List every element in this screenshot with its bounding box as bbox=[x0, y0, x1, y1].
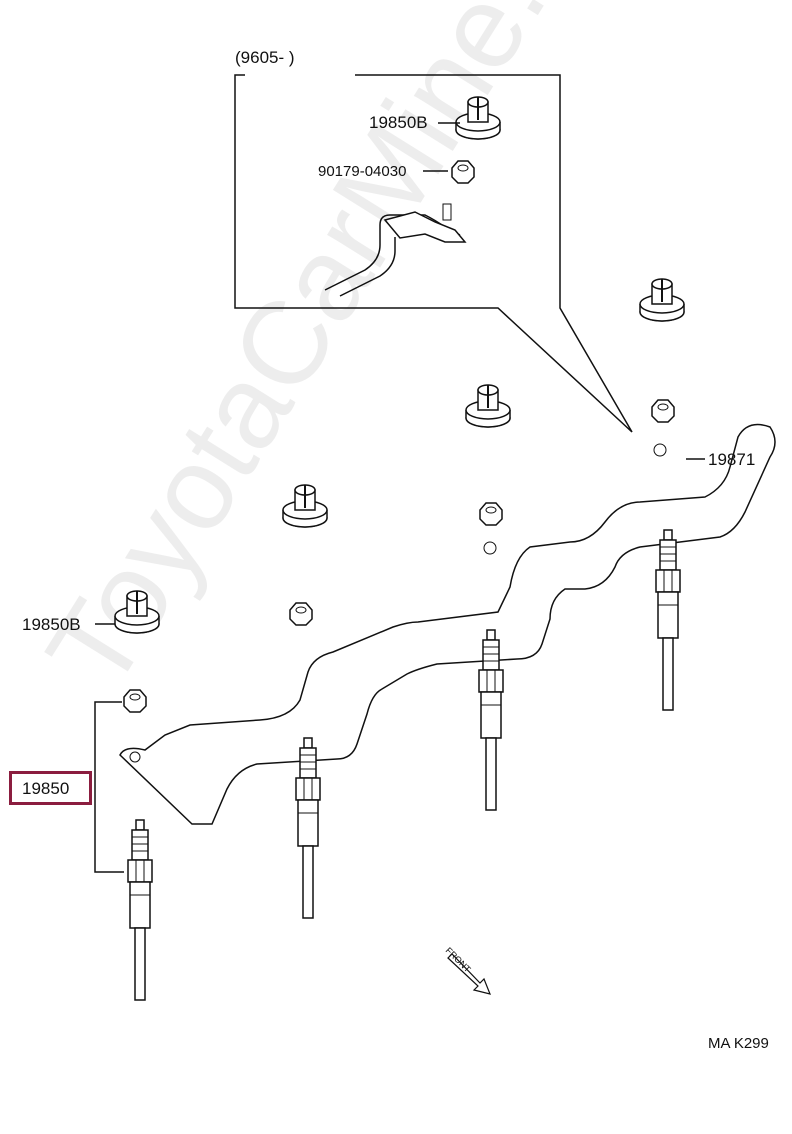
callout-bracket bbox=[94, 701, 124, 873]
label-nut: 90179-04030 bbox=[318, 163, 407, 180]
fastener-1 bbox=[639, 278, 685, 322]
nut-2 bbox=[479, 502, 503, 526]
glow-plug-1 bbox=[655, 529, 681, 711]
glow-plug-4 bbox=[127, 819, 153, 1001]
inset-box bbox=[234, 74, 633, 433]
nut-4 bbox=[123, 689, 147, 713]
bus-bar-bracket bbox=[119, 423, 776, 825]
label-19850b-left: 19850B bbox=[22, 615, 81, 634]
fastener-2 bbox=[465, 384, 511, 428]
inset-date-range: (9605- ) bbox=[235, 48, 295, 67]
figure-code: MA K299 bbox=[708, 1035, 769, 1052]
fastener-4 bbox=[114, 590, 160, 634]
label-19850b-top: 19850B bbox=[369, 113, 428, 132]
fastener-3 bbox=[282, 484, 328, 528]
highlight-box bbox=[9, 771, 92, 805]
label-glow-plug[interactable]: 19850 bbox=[22, 779, 70, 798]
label-bus-bar: 19871 bbox=[708, 450, 756, 469]
nut-3 bbox=[289, 602, 313, 626]
front-arrow bbox=[447, 953, 491, 995]
glow-plug-3 bbox=[295, 737, 321, 919]
nut-1 bbox=[651, 399, 675, 423]
glow-plug-2 bbox=[478, 629, 504, 811]
